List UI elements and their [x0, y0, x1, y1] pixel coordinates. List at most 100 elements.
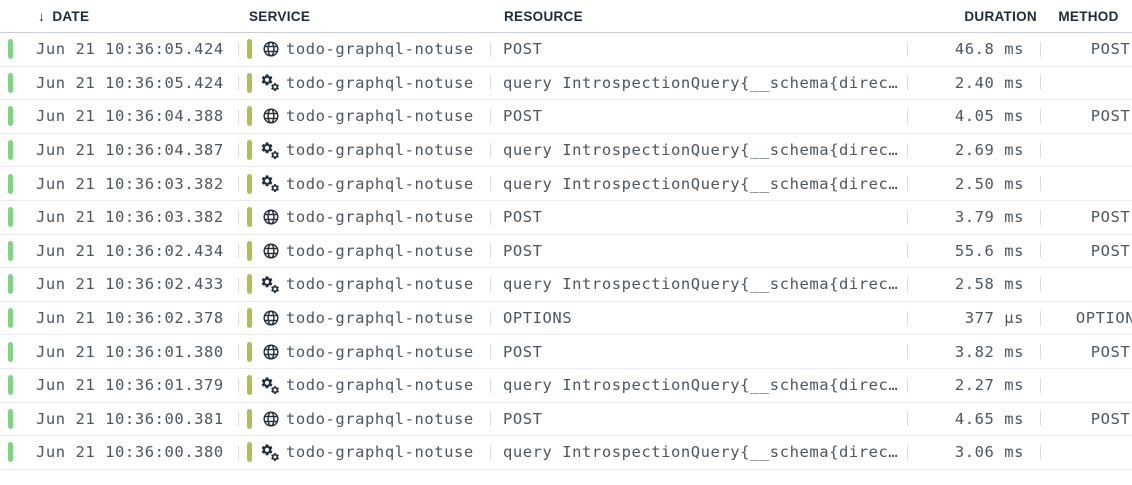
column-divider — [1040, 176, 1041, 192]
trace-row[interactable]: Jun 21 10:36:03.382 — [0, 167, 1132, 201]
duration-value: 2.69 ms — [954, 141, 1024, 160]
trace-date: Jun 21 10:36:03.382 — [36, 208, 224, 227]
resource-name: query IntrospectionQuery{__schema{direc… — [503, 174, 899, 193]
trace-row[interactable]: Jun 21 10:36:02.433 — [0, 268, 1132, 302]
gears-icon — [261, 141, 280, 160]
globe-icon — [261, 208, 280, 227]
column-divider — [1040, 243, 1041, 259]
column-divider — [238, 142, 239, 158]
resource-name: POST — [503, 342, 543, 361]
duration-value: 2.40 ms — [954, 73, 1024, 92]
column-divider — [238, 444, 239, 460]
resource-name: query IntrospectionQuery{__schema{direc… — [503, 275, 899, 294]
method-value: POST — [1090, 409, 1131, 428]
service-name: todo-graphql-notuse — [286, 208, 474, 227]
column-divider — [490, 41, 491, 57]
column-divider — [1040, 276, 1041, 292]
trace-row[interactable]: Jun 21 10:36:00.380 — [0, 436, 1132, 470]
method-value: POST — [1090, 208, 1131, 227]
trace-row[interactable]: Jun 21 10:36:05.424 — [0, 33, 1132, 67]
resource-name: POST — [503, 409, 543, 428]
trace-row[interactable]: Jun 21 10:36:05.424 — [0, 67, 1132, 101]
service-name: todo-graphql-notuse — [286, 443, 474, 462]
trace-row[interactable]: Jun 21 10:36:04.387 — [0, 134, 1132, 168]
trace-date: Jun 21 10:36:00.381 — [36, 409, 224, 428]
service-name: todo-graphql-notuse — [286, 107, 474, 126]
column-divider — [907, 41, 908, 57]
service-color-indicator — [247, 39, 252, 60]
duration-value: 4.05 ms — [954, 107, 1024, 126]
gears-icon — [261, 443, 280, 462]
column-divider — [1040, 310, 1041, 326]
gears-icon — [261, 73, 280, 92]
column-divider — [1040, 41, 1041, 57]
trace-row[interactable]: Jun 21 10:36:03.382 — [0, 201, 1132, 235]
column-divider — [238, 310, 239, 326]
column-header-date-label: DATE — [52, 8, 90, 24]
trace-row[interactable]: Jun 21 10:36:00.381 — [0, 403, 1132, 437]
service-name: todo-graphql-notuse — [286, 275, 474, 294]
service-color-indicator — [247, 308, 252, 329]
resource-name: query IntrospectionQuery{__schema{direc… — [503, 141, 899, 160]
column-divider — [490, 243, 491, 259]
service-color-indicator — [247, 106, 252, 127]
trace-date: Jun 21 10:36:04.387 — [36, 141, 224, 160]
status-indicator — [8, 442, 13, 463]
service-name: todo-graphql-notuse — [286, 40, 474, 59]
duration-value: 377 µs — [964, 309, 1024, 328]
trace-list: ↓ DATE SERVICE RESOURCE DURATION METHOD … — [0, 8, 1132, 470]
duration-value: 55.6 ms — [954, 241, 1024, 260]
column-header-date[interactable]: ↓ DATE — [0, 8, 239, 24]
status-indicator — [8, 173, 13, 194]
service-color-indicator — [247, 442, 252, 463]
service-name: todo-graphql-notuse — [286, 73, 474, 92]
duration-value: 3.06 ms — [954, 443, 1024, 462]
column-divider — [907, 209, 908, 225]
column-divider — [238, 209, 239, 225]
column-divider — [238, 344, 239, 360]
trace-row[interactable]: Jun 21 10:36:01.379 — [0, 369, 1132, 403]
duration-value: 2.27 ms — [954, 376, 1024, 395]
column-divider — [1040, 75, 1041, 91]
column-divider — [907, 142, 908, 158]
trace-row[interactable]: Jun 21 10:36:04.388 — [0, 100, 1132, 134]
column-divider — [490, 344, 491, 360]
method-value: POST — [1090, 107, 1131, 126]
globe-icon — [261, 107, 280, 126]
gears-icon — [261, 275, 280, 294]
trace-row[interactable]: Jun 21 10:36:02.378 — [0, 302, 1132, 336]
duration-value: 3.79 ms — [954, 208, 1024, 227]
service-name: todo-graphql-notuse — [286, 376, 474, 395]
service-color-indicator — [247, 72, 252, 93]
column-header-resource[interactable]: RESOURCE — [504, 8, 583, 24]
service-color-indicator — [247, 408, 252, 429]
column-divider — [238, 243, 239, 259]
globe-icon — [261, 342, 280, 361]
resource-name: POST — [503, 241, 543, 260]
column-divider — [490, 411, 491, 427]
trace-date: Jun 21 10:36:03.382 — [36, 174, 224, 193]
column-divider — [907, 411, 908, 427]
trace-date: Jun 21 10:36:05.424 — [36, 40, 224, 59]
sort-desc-icon[interactable]: ↓ — [38, 8, 46, 24]
resource-name: OPTIONS — [503, 309, 573, 328]
trace-date: Jun 21 10:36:00.380 — [36, 443, 224, 462]
column-divider — [490, 176, 491, 192]
column-divider — [1040, 344, 1041, 360]
column-divider — [907, 344, 908, 360]
status-indicator — [8, 207, 13, 228]
trace-row[interactable]: Jun 21 10:36:01.380 — [0, 335, 1132, 369]
column-header-duration[interactable]: DURATION — [964, 8, 1037, 24]
column-divider — [907, 310, 908, 326]
service-name: todo-graphql-notuse — [286, 241, 474, 260]
column-divider — [1040, 142, 1041, 158]
column-divider — [238, 41, 239, 57]
status-indicator — [8, 39, 13, 60]
trace-row[interactable]: Jun 21 10:36:02.434 — [0, 235, 1132, 269]
column-divider — [490, 310, 491, 326]
column-header-service[interactable]: SERVICE — [249, 8, 311, 24]
globe-icon — [261, 409, 280, 428]
column-divider — [490, 377, 491, 393]
status-indicator — [8, 408, 13, 429]
column-header-method[interactable]: METHOD — [1058, 8, 1119, 24]
